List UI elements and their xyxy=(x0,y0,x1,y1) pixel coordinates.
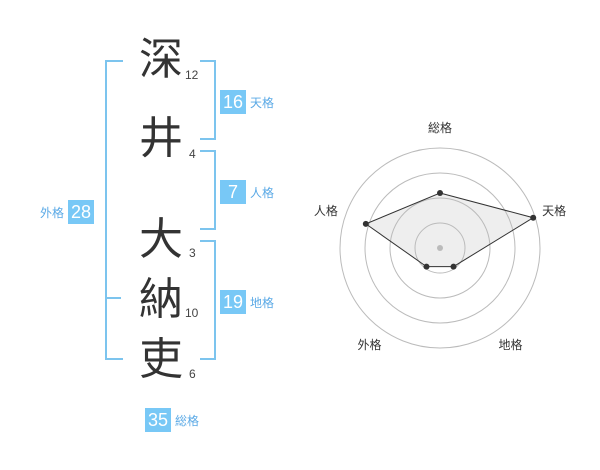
radar-axis-label-2: 天格 xyxy=(542,203,566,218)
chikaku-value: 19 xyxy=(220,290,247,314)
radar-ring-2 xyxy=(389,197,491,299)
stroke-count-2: 4 xyxy=(189,147,196,161)
chikaku-bracket xyxy=(200,240,216,360)
name-char-2: 井 xyxy=(139,113,183,164)
stroke-count-1: 12 xyxy=(185,68,199,82)
tenkaku-bracket xyxy=(200,60,216,140)
tenkaku-value: 16 xyxy=(220,90,247,114)
radar-point-4 xyxy=(423,263,430,270)
gaikaku-value: 28 xyxy=(68,200,95,224)
radar-axis-label-5: 人格 xyxy=(314,203,338,218)
radar-area-fill xyxy=(365,193,534,267)
jinkaku-label: 人格 xyxy=(250,185,275,200)
radar-outline xyxy=(364,192,535,268)
radar-ring-3 xyxy=(364,172,516,324)
tenkaku-label: 天格 xyxy=(250,95,275,110)
gaikaku-score: 28 外格 xyxy=(40,200,95,224)
radar-axis-label-1: 総格 xyxy=(428,120,452,135)
gaikaku-bracket xyxy=(105,60,123,360)
stroke-count-5: 6 xyxy=(189,367,196,381)
gaikaku-bracket-divider xyxy=(107,297,121,299)
stroke-count-4: 10 xyxy=(185,306,199,320)
soukaku-value: 35 xyxy=(145,408,172,432)
tenkaku-score: 16 天格 xyxy=(220,90,274,114)
soukaku-score: 35 総格 xyxy=(145,408,199,432)
jinkaku-bracket xyxy=(200,150,216,230)
radar-axis-label-3: 地格 xyxy=(499,337,523,352)
radar-ring-4 xyxy=(339,147,541,349)
radar-axis-label-4: 外格 xyxy=(357,337,381,352)
gaikaku-label: 外格 xyxy=(40,205,65,220)
name-char-1: 深 xyxy=(139,34,183,85)
radar-point-3 xyxy=(450,263,457,270)
radar-ring-1 xyxy=(414,222,466,274)
radar-point-1 xyxy=(437,190,443,196)
jinkaku-score: 7 人格 xyxy=(220,180,274,204)
chikaku-score: 19 地格 xyxy=(220,290,274,314)
soukaku-label: 総格 xyxy=(175,413,200,428)
chikaku-label: 地格 xyxy=(250,295,275,310)
radar-point-5 xyxy=(362,220,369,227)
stroke-count-3: 3 xyxy=(189,246,196,260)
name-char-4: 納 xyxy=(139,274,183,325)
radar-point-2 xyxy=(530,214,537,221)
name-char-5: 吏 xyxy=(139,334,183,385)
radar-center-dot xyxy=(437,245,443,251)
jinkaku-value: 7 xyxy=(220,180,246,204)
name-char-3: 大 xyxy=(139,214,183,265)
